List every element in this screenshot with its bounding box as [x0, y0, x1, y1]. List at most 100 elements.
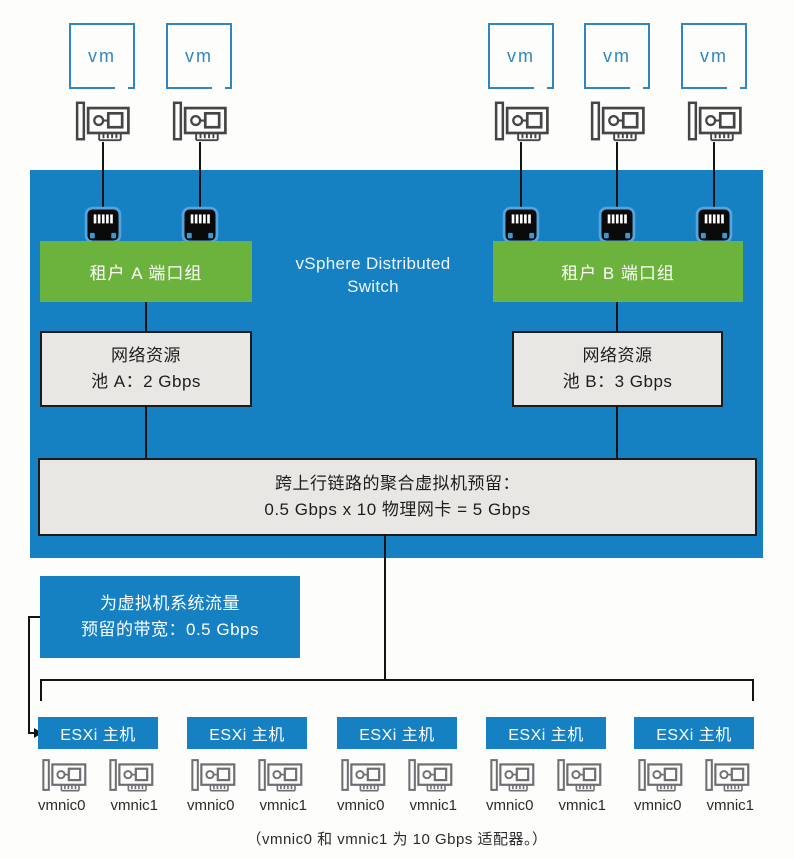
- vm-network-adapter-icon: [590, 101, 645, 142]
- host-nic-labels: vmnic0 vmnic1: [486, 797, 606, 814]
- esxi-host-3: ESXi 主机 vmnic0 vmnic1: [337, 717, 457, 814]
- vm-label: vm: [507, 45, 535, 66]
- ethernet-port-icon: [598, 206, 636, 244]
- port-group-a: 租户 A 端口组: [40, 241, 252, 302]
- vmnic0-label: vmnic0: [38, 797, 86, 814]
- host-nic-labels: vmnic0 vmnic1: [337, 797, 457, 814]
- esxi-host-box: ESXi 主机: [38, 717, 158, 749]
- vm-network-adapter-icon: [75, 101, 130, 142]
- port-group-b-label: 租户 B 端口组: [561, 264, 675, 283]
- esxi-host-2: ESXi 主机 vmnic0 vmnic1: [187, 717, 307, 814]
- host-nic-row: [187, 756, 307, 794]
- resource-pool-a: 网络资源 池 A：2 Gbps: [40, 331, 252, 407]
- aggregate-line2: 0.5 Gbps x 10 物理网卡 = 5 Gbps: [264, 500, 531, 519]
- host-bus-left-tick: [40, 679, 42, 701]
- vmnic-adapter-icon: [490, 759, 535, 792]
- pool-a-line1: 网络资源: [111, 346, 181, 365]
- vmnic0-label: vmnic0: [187, 797, 235, 814]
- connector-vm1-port: [102, 142, 104, 208]
- connector-poolB-aggregate: [616, 405, 618, 458]
- connector-groupA-poolA: [145, 302, 147, 332]
- esxi-host-label: ESXi 主机: [508, 727, 584, 744]
- esxi-host-label: ESXi 主机: [209, 727, 285, 744]
- aggregate-line1: 跨上行链路的聚合虚拟机预留：: [275, 474, 520, 493]
- aggregate-reservation-box: 跨上行链路的聚合虚拟机预留： 0.5 Gbps x 10 物理网卡 = 5 Gb…: [38, 458, 757, 536]
- footnote-caption: （vmnic0 和 vmnic1 为 10 Gbps 适配器。）: [246, 831, 548, 848]
- host-nic-row: [38, 756, 158, 794]
- ethernet-port-icon: [695, 206, 733, 244]
- vm-box-1: vm: [69, 23, 135, 89]
- esxi-host-box: ESXi 主机: [486, 717, 606, 749]
- connector-aggregate-bus: [384, 534, 386, 681]
- esxi-host-label: ESXi 主机: [656, 727, 732, 744]
- vmnic-adapter-icon: [191, 759, 236, 792]
- connector-groupB-poolB: [616, 302, 618, 332]
- port-group-a-label: 租户 A 端口组: [89, 264, 203, 283]
- vm-network-adapter-icon: [494, 101, 549, 142]
- host-bus-line: [40, 679, 754, 681]
- vmnic1-label: vmnic1: [409, 797, 457, 814]
- vm-box-2: vm: [166, 23, 232, 89]
- pool-b-line1: 网络资源: [582, 346, 653, 365]
- esxi-host-1: ESXi 主机 vmnic0 vmnic1: [38, 717, 158, 814]
- pool-a-line2: 池 A：2 Gbps: [91, 372, 201, 391]
- vm-network-adapter-icon: [687, 101, 742, 142]
- esxi-host-label: ESXi 主机: [60, 727, 136, 744]
- host-nic-row: [337, 756, 457, 794]
- host-nic-labels: vmnic0 vmnic1: [38, 797, 158, 814]
- vm-label: vm: [700, 45, 728, 66]
- vmnic-adapter-icon: [638, 759, 683, 792]
- systraffic-elbow-vert: [28, 616, 30, 734]
- ethernet-port-icon: [502, 206, 540, 244]
- vm-label: vm: [88, 45, 116, 66]
- vmnic-adapter-icon: [42, 759, 87, 792]
- systraffic-elbow-top: [28, 616, 40, 618]
- esxi-host-box: ESXi 主机: [337, 717, 457, 749]
- esxi-host-box: ESXi 主机: [187, 717, 307, 749]
- esxi-host-label: ESXi 主机: [359, 727, 435, 744]
- systraffic-elbow-bottom: [28, 732, 35, 734]
- vmnic-adapter-icon: [341, 759, 386, 792]
- vm-network-adapter-icon: [172, 101, 227, 142]
- resource-pool-b: 网络资源 池 B：3 Gbps: [512, 331, 723, 407]
- vmnic1-label: vmnic1: [259, 797, 307, 814]
- ethernet-port-icon: [84, 206, 122, 244]
- connector-vm3-port: [520, 142, 522, 208]
- host-nic-row: [634, 756, 754, 794]
- vm-box-3: vm: [488, 23, 554, 89]
- esxi-host-5: ESXi 主机 vmnic0 vmnic1: [634, 717, 754, 814]
- connector-vm2-port: [199, 142, 201, 208]
- vmnic-adapter-icon: [258, 759, 303, 792]
- switch-title-line1: vSphere Distributed: [295, 254, 451, 273]
- vmnic-adapter-icon: [109, 759, 154, 792]
- vm-box-4: vm: [584, 23, 650, 89]
- host-nic-row: [486, 756, 606, 794]
- host-bus-right-tick: [752, 679, 754, 701]
- connector-vm5-port: [713, 142, 715, 208]
- vm-label: vm: [185, 45, 213, 66]
- ethernet-port-icon: [181, 206, 219, 244]
- vmnic1-label: vmnic1: [706, 797, 754, 814]
- vmnic1-label: vmnic1: [558, 797, 606, 814]
- system-traffic-line2: 预留的带宽：0.5 Gbps: [81, 620, 259, 639]
- vmnic0-label: vmnic0: [486, 797, 534, 814]
- esxi-host-4: ESXi 主机 vmnic0 vmnic1: [486, 717, 606, 814]
- switch-title-line2: Switch: [347, 277, 399, 296]
- vmnic-adapter-icon: [557, 759, 602, 792]
- vmnic0-label: vmnic0: [634, 797, 682, 814]
- vmnic0-label: vmnic0: [337, 797, 385, 814]
- vmnic-adapter-icon: [408, 759, 453, 792]
- vm-label: vm: [603, 45, 631, 66]
- vm-box-5: vm: [681, 23, 747, 89]
- vmnic-adapter-icon: [705, 759, 750, 792]
- host-nic-labels: vmnic0 vmnic1: [187, 797, 307, 814]
- vmnic1-label: vmnic1: [110, 797, 158, 814]
- system-traffic-box: 为虚拟机系统流量 预留的带宽：0.5 Gbps: [40, 576, 300, 658]
- esxi-host-box: ESXi 主机: [634, 717, 754, 749]
- pool-b-line2: 池 B：3 Gbps: [562, 372, 673, 391]
- connector-vm4-port: [616, 142, 618, 208]
- switch-title: vSphere Distributed Switch: [258, 252, 488, 298]
- connector-poolA-aggregate: [145, 405, 147, 458]
- system-traffic-line1: 为虚拟机系统流量: [100, 594, 240, 613]
- host-nic-labels: vmnic0 vmnic1: [634, 797, 754, 814]
